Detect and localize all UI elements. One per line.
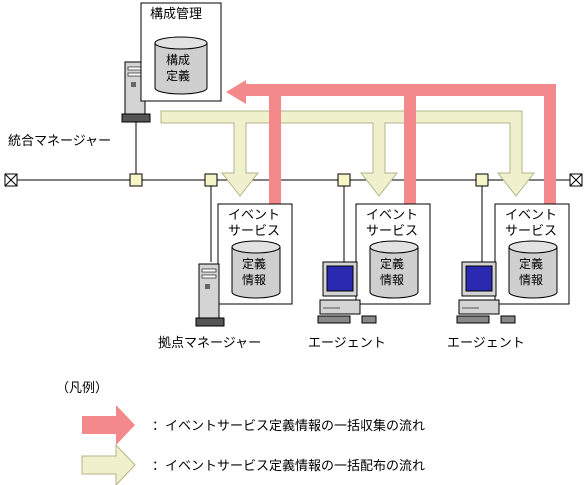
service-db-label-line2: 情報 [519,273,543,287]
config-box-title: 構成管理 [150,7,202,22]
event-service-title-line1: イベント [505,208,557,223]
config-management-box: 構成管理 構成 定義 [140,2,222,102]
network-node [337,173,351,187]
network-endpoint-right [569,173,583,187]
server-icon [121,61,151,123]
legend-distribute-arrow-icon [81,443,136,485]
event-service-title-line2: サービス [228,224,280,239]
legend-collect-arrow-icon [82,405,135,445]
agent-label: エージェント [447,336,525,351]
service-db-label-line1: 定義 [380,256,404,271]
database-icon [508,240,558,299]
config-db-label-line1: 構成 [166,53,190,67]
database-icon [154,36,208,95]
network-node [475,173,489,187]
legend-title: （凡例） [56,381,108,396]
service-db-label-line2: 情報 [380,273,404,287]
collect-arrow [226,80,556,204]
network-node [129,173,143,187]
service-db-label-line1: 定義 [519,256,543,271]
server-icon [195,263,225,327]
config-db-label-line2: 定義 [166,68,190,83]
distribute-arrow [160,110,536,197]
event-service-title-line2: サービス [366,224,418,239]
network-node [204,173,218,187]
event-service-box-agent-2: イベント サービス 定義 情報 [494,203,570,305]
integrated-manager-label: 統合マネージャー [8,134,111,149]
database-icon [231,240,281,299]
service-db-label-line2: 情報 [242,273,266,287]
network-endpoint-left [4,173,18,187]
event-service-title-line2: サービス [505,224,557,239]
event-service-box-base-manager: イベント サービス 定義 情報 [217,203,293,305]
event-service-title-line1: イベント [228,208,280,223]
database-icon [369,240,419,299]
legend-distribute-label: ：イベントサービス定義情報の一括配布の流れ [152,458,425,474]
legend: （凡例） ：イベントサービス定義情報の一括収集の流れ ：イベントサービス定義情報… [56,381,425,485]
legend-collect-label: ：イベントサービス定義情報の一括収集の流れ [152,418,425,434]
agent-label: エージェント [308,336,386,351]
event-service-box-agent-1: イベント サービス 定義 情報 [355,203,431,305]
computer-icon [456,261,516,324]
base-manager-label: 拠点マネージャー [158,336,261,351]
computer-icon [317,261,377,324]
event-service-title-line1: イベント [366,208,418,223]
service-db-label-line1: 定義 [242,256,266,271]
